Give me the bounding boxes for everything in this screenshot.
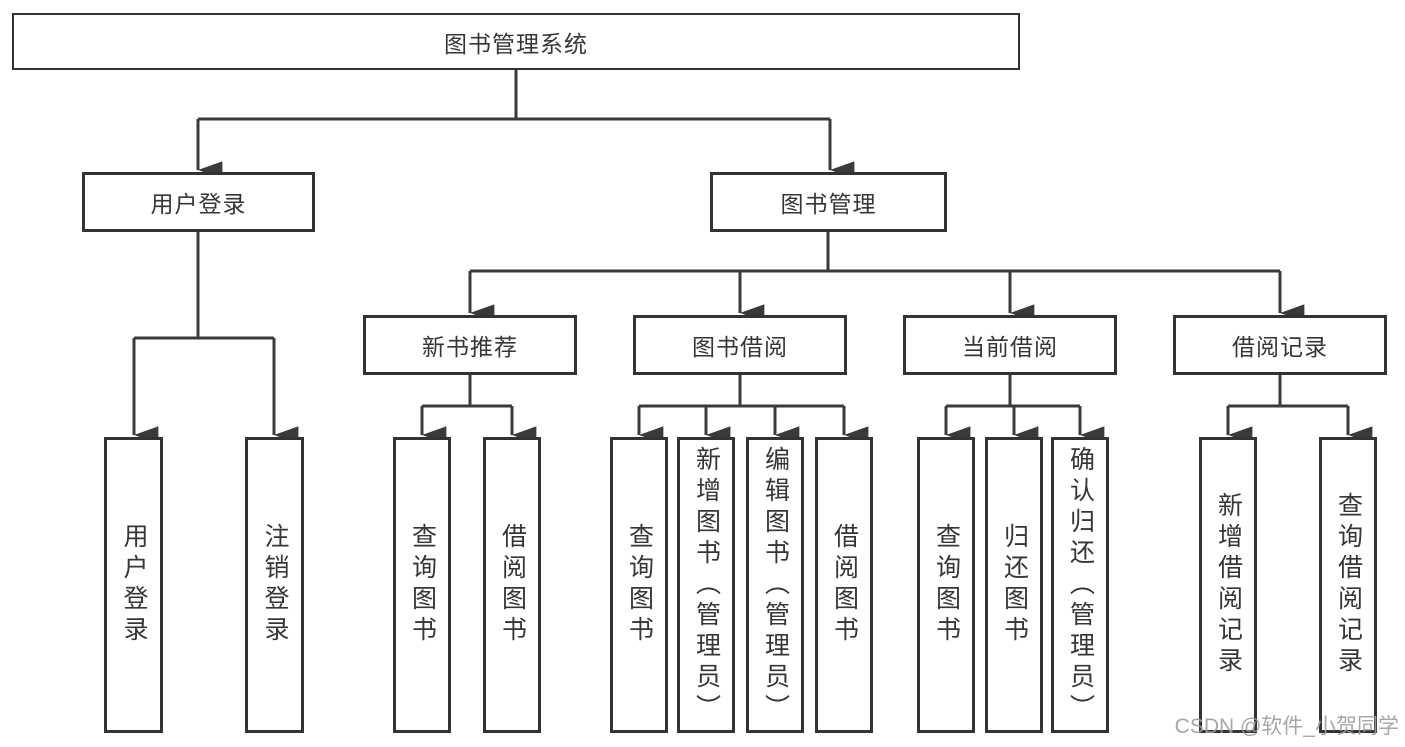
leaf-user-login: 用户登录 bbox=[104, 437, 163, 733]
node-user-login: 用户登录 bbox=[82, 172, 315, 232]
node-book-management: 图书管理 bbox=[710, 172, 947, 232]
leaf-current-query: 查询图书 bbox=[917, 437, 975, 733]
connector-root-trunk bbox=[198, 70, 830, 121]
csdn-watermark: CSDN @软件_小贺同学 bbox=[1174, 715, 1399, 738]
node-book-borrow: 图书借阅 bbox=[633, 315, 847, 375]
leaf-newbook-borrow: 借阅图书 bbox=[483, 437, 541, 733]
leaf-current-confirm: 确认归还（管理员） bbox=[1051, 437, 1109, 733]
connector-user-login-trunk bbox=[134, 232, 274, 340]
leaf-borrow-borrow: 借阅图书 bbox=[815, 437, 873, 733]
node-root: 图书管理系统 bbox=[12, 13, 1020, 70]
node-current-borrow: 当前借阅 bbox=[903, 315, 1117, 375]
leaf-borrow-add: 新增图书（管理员） bbox=[677, 437, 735, 733]
leaf-borrow-query: 查询图书 bbox=[610, 437, 668, 733]
leaf-record-add: 新增借阅记录 bbox=[1199, 437, 1257, 733]
connector-new-book-trunk bbox=[422, 375, 512, 408]
connector-current-borrow-trunk bbox=[946, 375, 1080, 408]
leaf-logout: 注销登录 bbox=[245, 437, 304, 733]
leaf-record-query: 查询借阅记录 bbox=[1319, 437, 1377, 733]
leaf-borrow-edit: 编辑图书（管理员） bbox=[746, 437, 804, 733]
leaf-current-return: 归还图书 bbox=[985, 437, 1043, 733]
connector-book-management-trunk bbox=[470, 232, 1280, 273]
connector-borrow-record-trunk bbox=[1228, 375, 1348, 408]
node-borrow-record: 借阅记录 bbox=[1173, 315, 1387, 375]
connector-book-borrow-trunk bbox=[639, 375, 844, 408]
node-new-book-recommend: 新书推荐 bbox=[363, 315, 577, 375]
leaf-newbook-query: 查询图书 bbox=[393, 437, 451, 733]
